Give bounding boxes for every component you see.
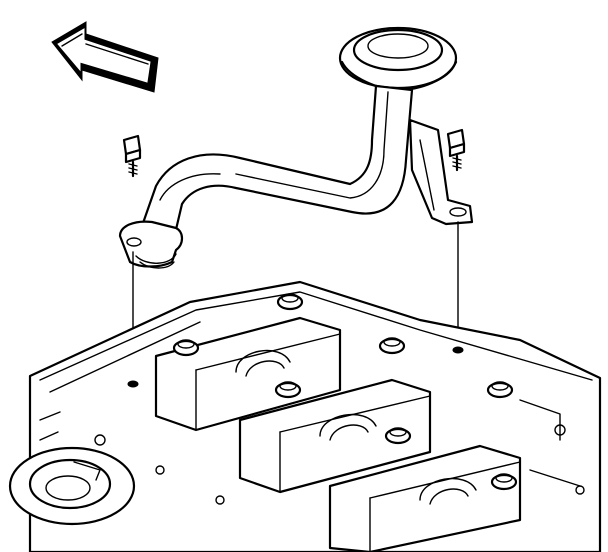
cap-bolt (172, 339, 200, 357)
bolt-right (446, 128, 466, 172)
oil-pump-screen-pipe (118, 26, 474, 269)
oil-filter-boss (8, 446, 136, 526)
cap-bolt (274, 381, 302, 399)
direction-arrow (51, 21, 159, 93)
cap-bolt (276, 293, 304, 311)
engine-block-bearing-caps (8, 280, 602, 552)
cap-bolt (378, 337, 406, 355)
cap-bolt (384, 427, 412, 445)
cap-bolt (490, 473, 518, 491)
cap-bolt (486, 381, 514, 399)
bolt-left (122, 134, 142, 178)
